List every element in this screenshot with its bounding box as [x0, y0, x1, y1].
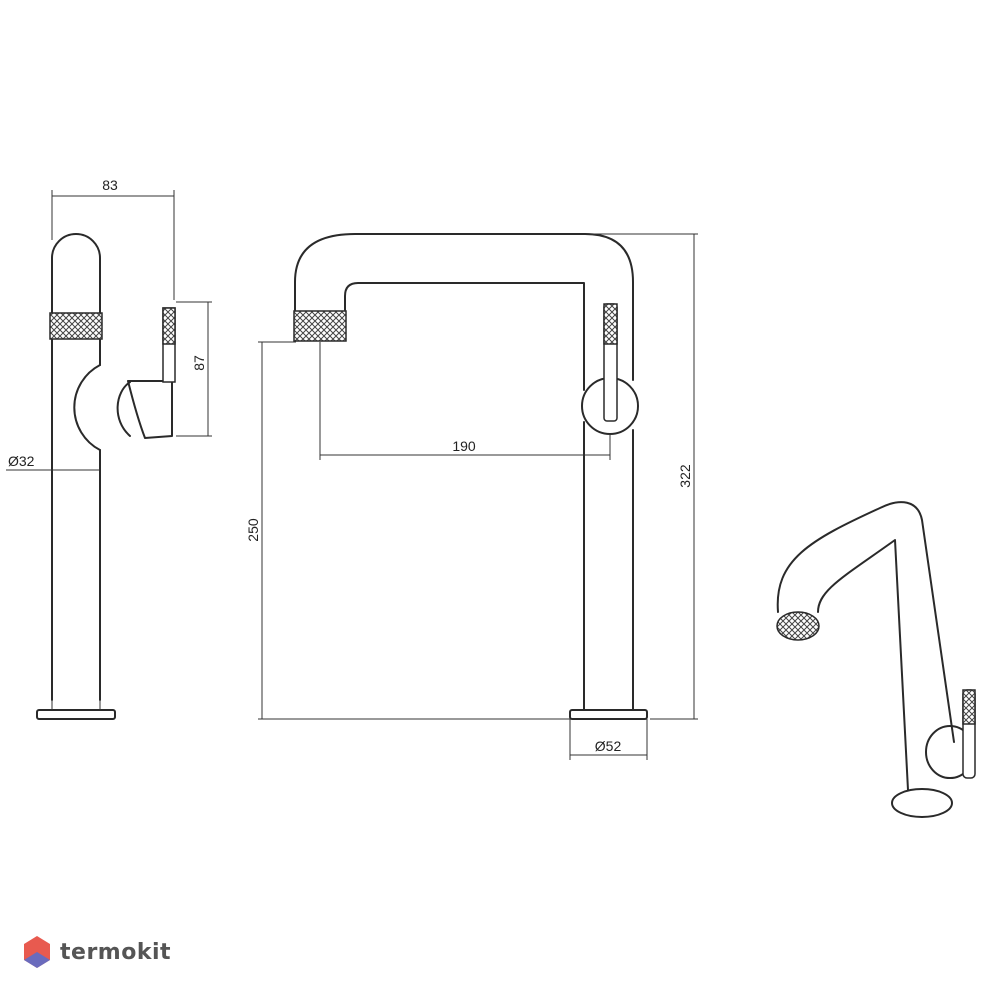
front-view-outer-contour: [294, 233, 634, 711]
perspective-base: [891, 788, 953, 818]
perspective-knurl-ring: [776, 611, 820, 641]
side-view: 83 87 Ø32: [6, 177, 212, 720]
front-view-knurl-ring: [293, 310, 347, 342]
perspective-lever-knurl: [962, 689, 976, 725]
dim-spout-height: 250: [245, 341, 570, 720]
front-view-inner-contour: [344, 282, 585, 711]
dim-total-height-label: 322: [677, 464, 693, 488]
dim-base-diameter-label: Ø52: [595, 738, 622, 754]
side-view-base: [36, 709, 116, 720]
perspective-spout-inner: [817, 539, 909, 791]
side-view-knurl-ring: [49, 312, 103, 340]
side-view-body: [51, 233, 101, 701]
dim-side-width-label: 83: [102, 177, 118, 193]
dim-spout-reach: 190: [319, 342, 611, 460]
side-view-cartridge-housing: [73, 364, 101, 451]
side-view-lever-block: [127, 380, 173, 439]
brand-logo: termokit: [22, 934, 171, 970]
side-view-lever-knurl: [162, 307, 176, 345]
front-view-lever-knurl: [603, 303, 618, 345]
dim-handle-height: 87: [176, 301, 212, 437]
brand-logo-text: termokit: [60, 939, 172, 965]
dim-spout-height-label: 250: [245, 518, 261, 542]
dim-side-width: 83: [51, 177, 175, 300]
perspective-spout-outer: [776, 501, 955, 743]
front-view: 322 250 190 Ø52: [245, 233, 698, 760]
dim-base-diameter: Ø52: [569, 719, 648, 760]
dim-body-diameter: Ø32: [6, 453, 100, 471]
perspective-view: [776, 501, 976, 818]
dim-spout-reach-label: 190: [452, 438, 476, 454]
termokit-logo-icon: [24, 936, 50, 968]
front-view-base: [569, 709, 648, 720]
side-view-cartridge-inner: [116, 381, 131, 437]
dim-body-diameter-label: Ø32: [8, 453, 35, 469]
dim-total-height: 322: [590, 233, 698, 720]
dim-handle-height-label: 87: [191, 355, 207, 371]
